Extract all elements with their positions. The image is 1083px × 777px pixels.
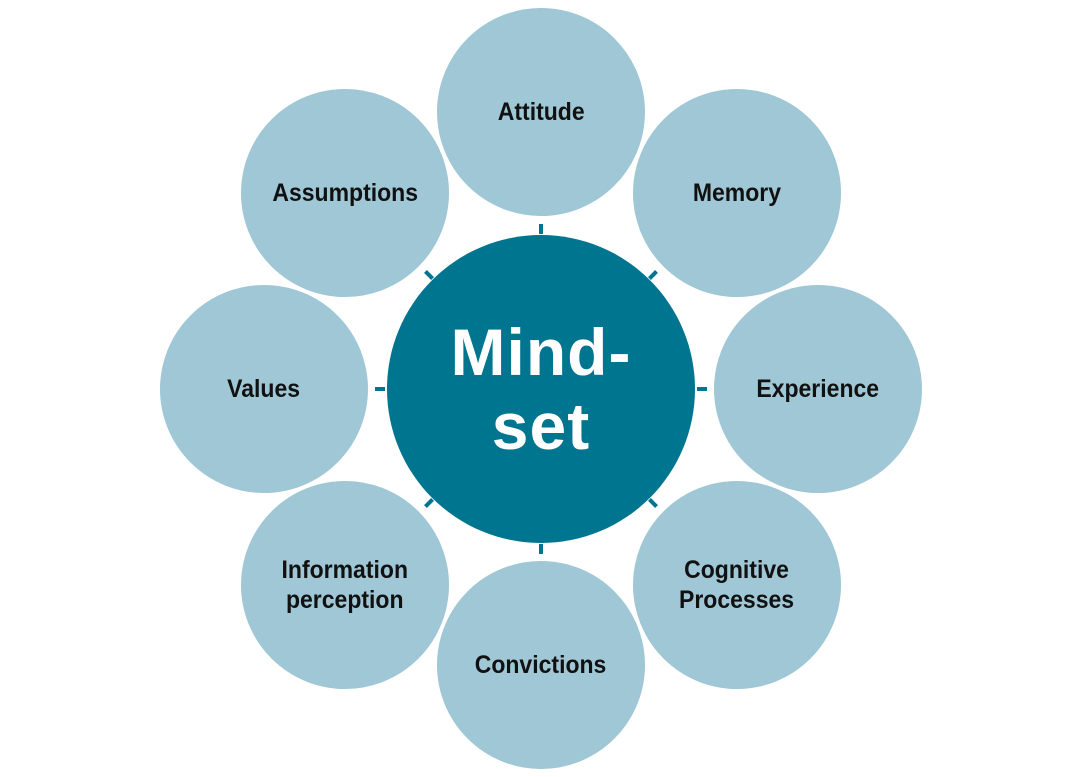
connector-convictions (539, 544, 543, 554)
connector-cognitive (648, 498, 658, 508)
node-convictions: Convictions (434, 558, 648, 772)
center-hub: Mind- set (387, 235, 695, 543)
node-assumptions: Assumptions (238, 86, 452, 300)
connector-information (424, 498, 434, 508)
node-memory: Memory (630, 86, 844, 300)
center-label: Mind- set (450, 315, 632, 463)
node-attitude: Attitude (434, 5, 648, 219)
node-experience: Experience (711, 282, 925, 496)
node-label: Experience (756, 375, 880, 403)
connector-experience (697, 387, 707, 391)
connector-attitude (539, 224, 543, 234)
node-label: Convictions (475, 651, 607, 679)
node-label: Attitude (497, 98, 585, 126)
node-label: Memory (692, 179, 782, 207)
node-label: Assumptions (272, 179, 418, 207)
node-information-perception: Information perception (238, 478, 452, 692)
node-cognitive-processes: Cognitive Processes (630, 478, 844, 692)
connector-values (375, 387, 385, 391)
node-label: Values (227, 375, 301, 403)
node-values: Values (157, 282, 371, 496)
connector-memory (648, 270, 658, 280)
node-label: Information perception (281, 556, 409, 614)
node-label: Cognitive Processes (679, 556, 795, 614)
